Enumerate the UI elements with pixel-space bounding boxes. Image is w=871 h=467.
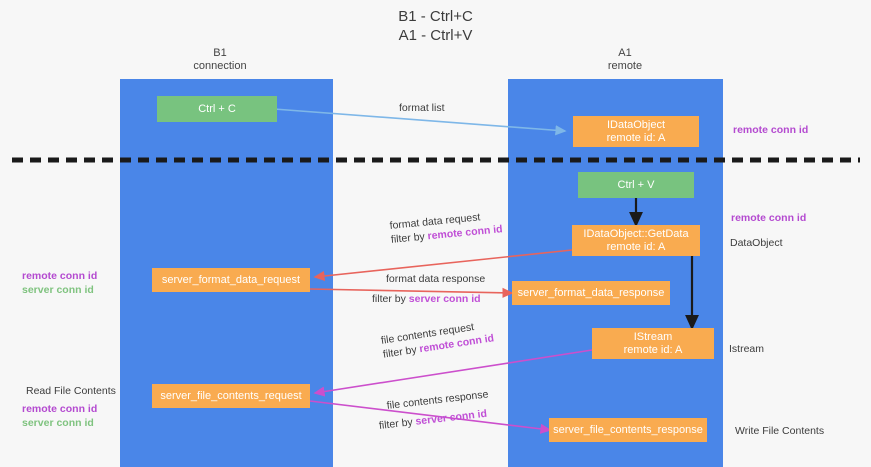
node-idataobject[interactable]: IDataObject remote id: A	[573, 116, 699, 147]
annotation-right-istream: Istream	[729, 343, 765, 355]
node-getdata-line1: IDataObject::GetData	[583, 227, 689, 240]
arrow-label-format-data-request: format data request filter by remote con…	[389, 208, 503, 247]
lane-header-a1: A1 remote	[535, 47, 715, 73]
annotation-left-legend2-server: server conn id	[22, 417, 94, 429]
annotation-left-legend1-remote: remote conn id	[22, 270, 98, 282]
annotation-left-legend1-server: server conn id	[22, 284, 94, 296]
arrow-label-fdres-line2: filter by server conn id	[372, 292, 485, 306]
lane-b1-name: B1	[213, 47, 227, 59]
lane-a1-name: A1	[618, 47, 632, 59]
annotation-left-read-file-contents: Read File Contents	[26, 385, 116, 397]
arrow-label-fdres-line1: format data response	[386, 273, 486, 285]
node-ctrl-c-label: Ctrl + C	[198, 102, 236, 115]
node-getdata-line2: remote id: A	[606, 240, 666, 253]
lane-b1-role: connection	[193, 60, 247, 72]
annotation-right-dataobject: DataObject	[730, 237, 783, 249]
node-server-file-contents-response[interactable]: server_file_contents_response	[549, 418, 707, 442]
annotation-right-write-file-contents: Write File Contents	[735, 425, 825, 437]
arrow-label-file-contents-request: file contents request filter by remote c…	[380, 317, 495, 361]
lane-a1-role: remote	[607, 60, 643, 72]
arrow-label-fdres-prefix: filter by	[372, 293, 409, 305]
arrow-label-fcreq-prefix: filter by	[382, 343, 421, 361]
node-istream[interactable]: IStream remote id: A	[592, 328, 714, 359]
node-idataobject-line2: remote id: A	[606, 131, 666, 144]
node-server-file-contents-request-label: server_file_contents_request	[160, 389, 302, 402]
lane-header-b1: B1 connection	[130, 47, 310, 73]
node-ctrl-c[interactable]: Ctrl + C	[157, 96, 277, 122]
annotation-right-remote-conn-id-top: remote conn id	[733, 124, 809, 136]
arrow-label-fcres-key: server conn id	[414, 407, 488, 428]
node-ctrl-v-label: Ctrl + V	[617, 178, 655, 191]
node-server-format-data-request[interactable]: server_format_data_request	[152, 268, 310, 292]
node-server-format-data-response[interactable]: server_format_data_response	[512, 281, 670, 305]
node-server-format-data-request-label: server_format_data_request	[161, 273, 301, 286]
node-istream-line1: IStream	[633, 330, 673, 343]
node-istream-line2: remote id: A	[623, 343, 683, 356]
node-idataobject-getdata[interactable]: IDataObject::GetData remote id: A	[572, 225, 700, 256]
node-idataobject-line1: IDataObject	[606, 118, 666, 131]
arrow-label-fdres-key: server conn id	[408, 293, 481, 305]
node-server-file-contents-request[interactable]: server_file_contents_request	[152, 384, 310, 408]
annotation-left-legend2-remote: remote conn id	[22, 403, 98, 415]
node-server-format-data-response-label: server_format_data_response	[517, 286, 665, 299]
title-line-2: A1 - Ctrl+V	[398, 27, 473, 44]
arrow-label-fcres-prefix: filter by	[378, 415, 417, 432]
arrow-label-format-data-response: format data response filter by server co…	[372, 272, 486, 306]
diagram-title: B1 - Ctrl+C A1 - Ctrl+V	[0, 7, 871, 45]
arrow-label-fdreq-prefix: filter by	[390, 230, 429, 246]
arrow-label-file-contents-response: file contents response filter by server …	[378, 387, 491, 431]
annotation-right-remote-conn-id-mid: remote conn id	[731, 212, 807, 224]
arrow-label-format-list-text: format list	[399, 102, 445, 114]
node-ctrl-v[interactable]: Ctrl + V	[578, 172, 694, 198]
title-line-1: B1 - Ctrl+C	[398, 8, 473, 25]
arrow-label-format-list: format list	[399, 101, 445, 115]
node-server-file-contents-response-label: server_file_contents_response	[553, 423, 703, 436]
